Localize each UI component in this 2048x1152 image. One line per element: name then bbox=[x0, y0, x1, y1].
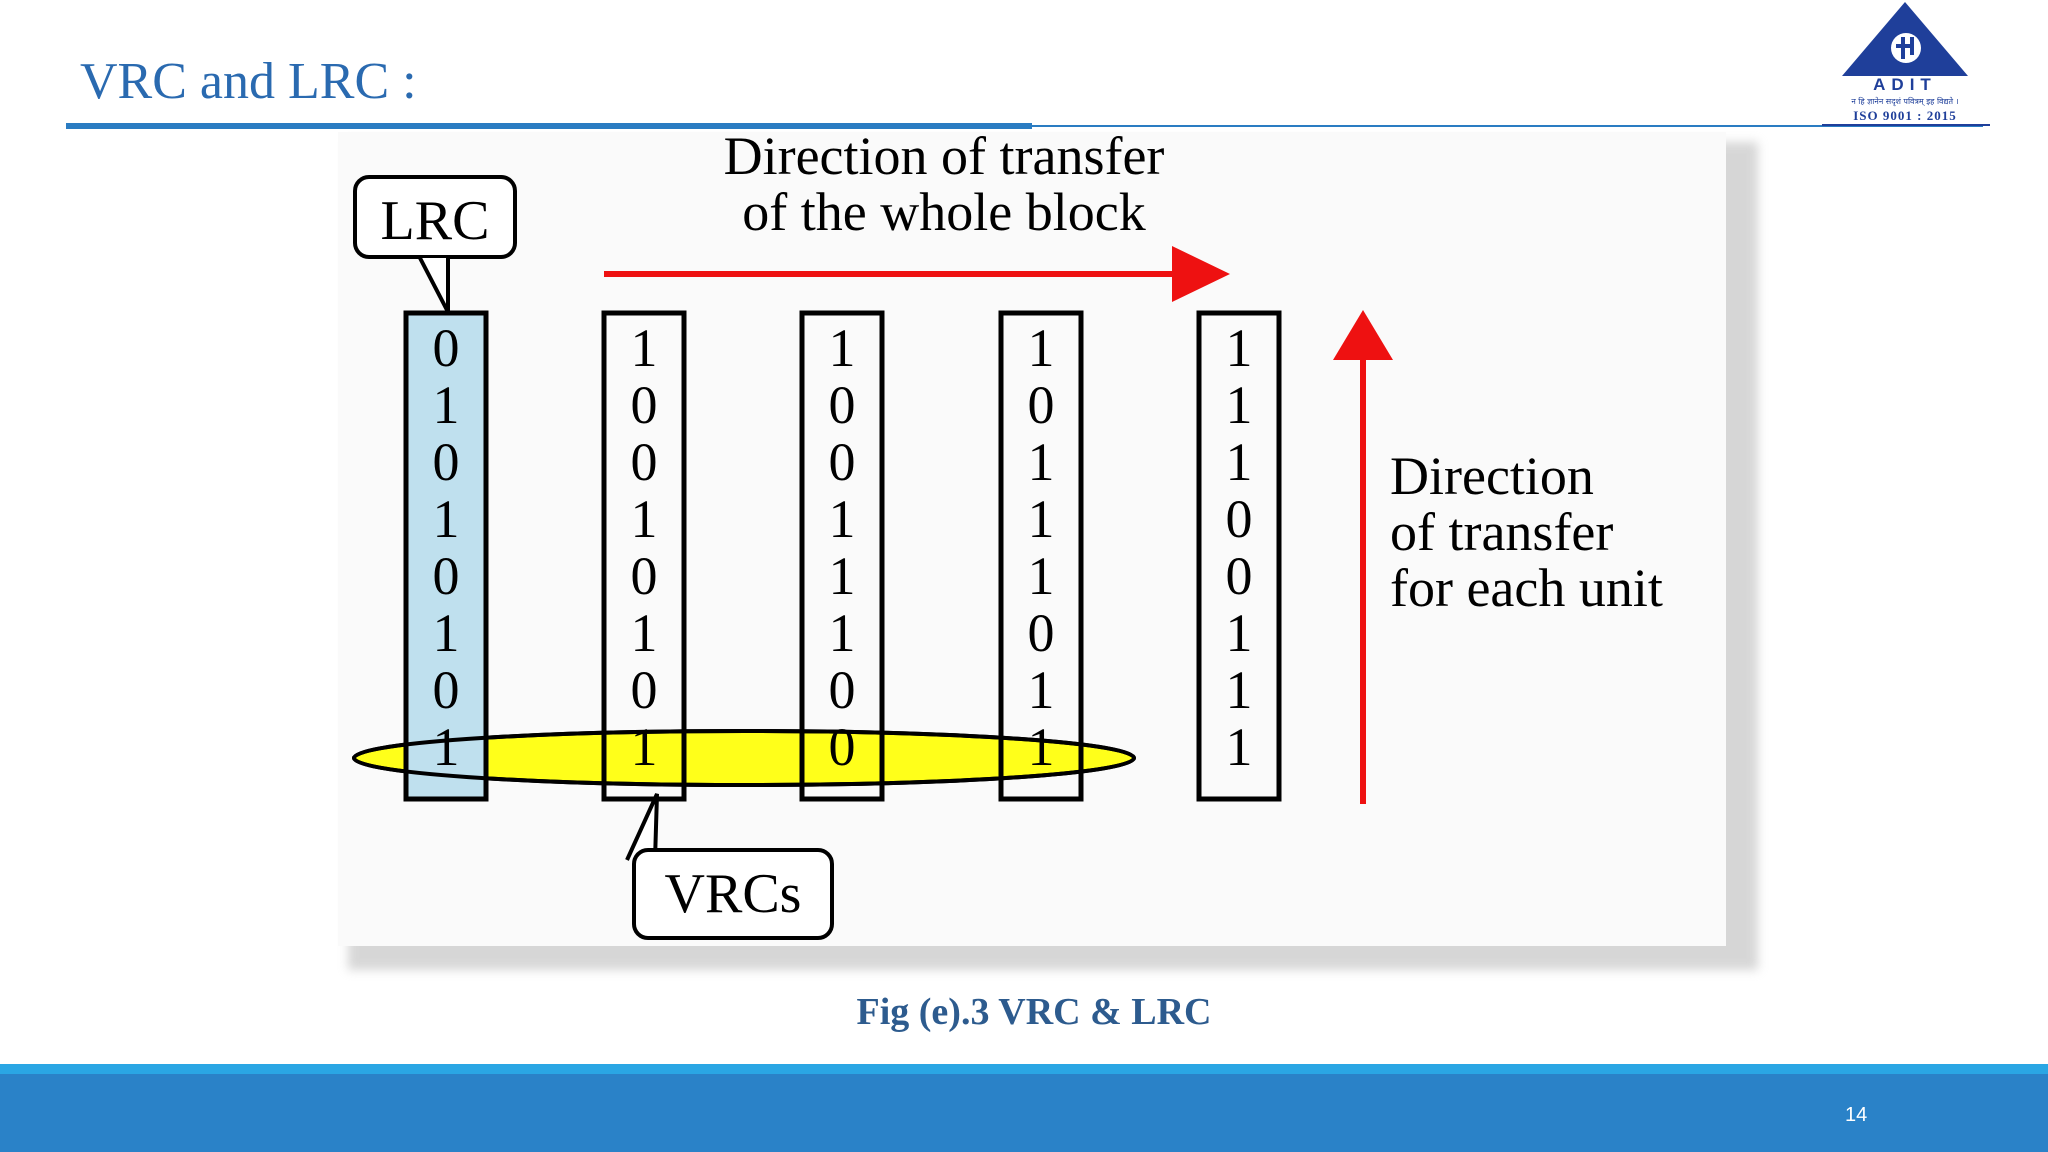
vrc-lrc-diagram: LRC Direction of transfer of the whole b… bbox=[352, 132, 1663, 940]
logo-name: ADIT bbox=[1873, 75, 1937, 94]
block-direction-line2: of the whole block bbox=[742, 182, 1145, 242]
logo-iso: ISO 9001 : 2015 bbox=[1853, 108, 1956, 123]
bit-value: 0 bbox=[433, 660, 460, 720]
slide-title: VRC and LRC : bbox=[80, 53, 417, 110]
bit-value: 1 bbox=[433, 375, 460, 435]
bit-value: 1 bbox=[829, 603, 856, 663]
vrc-bit: 0 bbox=[829, 717, 856, 777]
block-direction-arrow bbox=[604, 246, 1230, 302]
bit-value: 1 bbox=[829, 489, 856, 549]
figure-caption: Fig (e).3 VRC & LRC bbox=[856, 991, 1212, 1033]
bit-value: 0 bbox=[1028, 375, 1055, 435]
bit-value: 0 bbox=[829, 660, 856, 720]
block-direction-line1: Direction of transfer bbox=[724, 132, 1165, 186]
bit-value: 1 bbox=[1028, 660, 1055, 720]
vrcs-callout-box bbox=[632, 848, 834, 940]
unit-direction-arrow bbox=[1333, 310, 1393, 804]
bit-value: 1 bbox=[1226, 603, 1253, 663]
vrc-bit: 1 bbox=[433, 717, 460, 777]
bit-value: 0 bbox=[1226, 546, 1253, 606]
column-box bbox=[799, 310, 885, 802]
bit-value: 0 bbox=[631, 660, 658, 720]
bit-value: 1 bbox=[631, 318, 658, 378]
bit-value: 1 bbox=[631, 603, 658, 663]
bit-value: 1 bbox=[1226, 660, 1253, 720]
logo-motto: न हि ज्ञानेन सदृशं पवित्रम् इह विद्यते । bbox=[1851, 96, 1958, 107]
bit-value: 1 bbox=[1028, 432, 1055, 492]
bit-value: 1 bbox=[1226, 432, 1253, 492]
bit-value: 0 bbox=[829, 375, 856, 435]
footer-accent-band bbox=[0, 1064, 2048, 1074]
footer-bar bbox=[0, 1074, 2048, 1152]
bit-value: 1 bbox=[829, 546, 856, 606]
adit-logo: ADIT न हि ज्ञानेन सदृशं पवित्रम् इह विद्… bbox=[1810, 0, 1992, 128]
bit-value: 1 bbox=[433, 489, 460, 549]
column-box bbox=[403, 310, 489, 802]
vrcs-callout-pointer bbox=[625, 793, 659, 861]
vrc-bit: 1 bbox=[631, 717, 658, 777]
lrc-callout-pointer bbox=[418, 257, 450, 313]
bit-value: 1 bbox=[1226, 318, 1253, 378]
bit-value: 0 bbox=[631, 375, 658, 435]
page-number: 14 bbox=[1845, 1104, 1868, 1126]
unit-direction-line2: of transfer bbox=[1390, 502, 1613, 562]
bit-value: 0 bbox=[433, 318, 460, 378]
bit-value: 0 bbox=[1028, 603, 1055, 663]
title-underline bbox=[66, 123, 1032, 129]
vrc-bit: 1 bbox=[1226, 717, 1253, 777]
bit-value: 0 bbox=[631, 546, 658, 606]
vrc-lrc-figure: LRC Direction of transfer of the whole b… bbox=[338, 132, 1726, 946]
bit-value: 1 bbox=[829, 318, 856, 378]
column-box bbox=[601, 310, 687, 802]
unit-direction-line1: Direction bbox=[1390, 446, 1594, 506]
bit-value: 1 bbox=[1028, 489, 1055, 549]
bit-value: 1 bbox=[631, 489, 658, 549]
vrcs-label: VRCs bbox=[665, 863, 802, 925]
bit-value: 1 bbox=[1028, 318, 1055, 378]
bit-value: 1 bbox=[1226, 375, 1253, 435]
unit-direction-line3: for each unit bbox=[1390, 558, 1663, 618]
bit-value: 0 bbox=[631, 432, 658, 492]
vrc-bit: 1 bbox=[1028, 717, 1055, 777]
lrc-callout-box bbox=[353, 175, 517, 259]
column-box bbox=[1196, 310, 1282, 802]
title-divider bbox=[1030, 125, 1983, 127]
bit-value: 1 bbox=[1028, 546, 1055, 606]
bit-value: 0 bbox=[829, 432, 856, 492]
bit-value: 0 bbox=[1226, 489, 1253, 549]
bit-value: 1 bbox=[433, 603, 460, 663]
lrc-label: LRC bbox=[381, 190, 490, 252]
column-box bbox=[998, 310, 1084, 802]
bit-value: 0 bbox=[433, 546, 460, 606]
bit-value: 0 bbox=[433, 432, 460, 492]
vrc-highlight-outline bbox=[352, 729, 1136, 787]
